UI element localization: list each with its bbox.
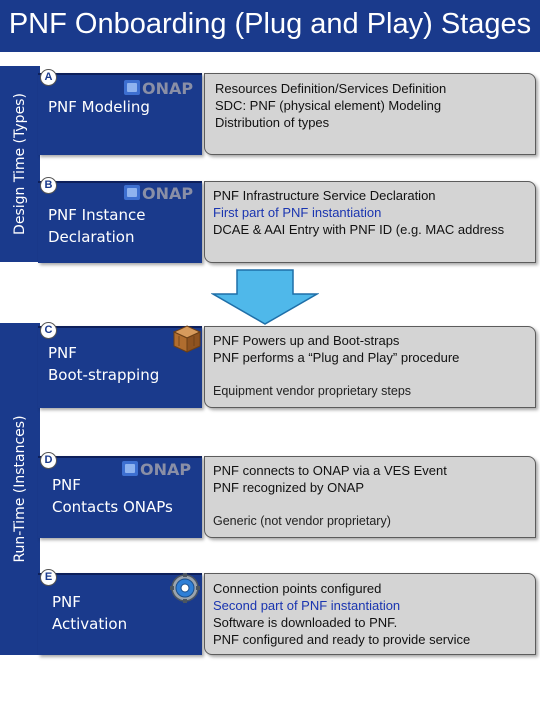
stage-c-line-1: PNF Powers up and Boot-straps: [213, 333, 400, 348]
stage-e-line-1: Connection points configured: [213, 581, 382, 596]
run-time-bar: Run-Time (Instances): [0, 323, 40, 655]
stage-b-line-2: First part of PNF instantiation: [213, 205, 382, 220]
stage-a-line-2: SDC: PNF (physical element) Modeling: [215, 98, 442, 113]
package-box-icon: [172, 324, 202, 354]
stage-a-description: Resources Definition/Services Definition…: [204, 73, 536, 155]
stage-d-label: PNF Contacts ONAPs: [52, 476, 173, 516]
stage-b-description: PNF Infrastructure Service Declaration F…: [204, 181, 536, 263]
stage-e-line-3: Software is downloaded to PNF.: [213, 615, 398, 630]
stage-d-line-1: PNF connects to ONAP via a VES Event: [213, 463, 447, 478]
stage-e-label: PNF Activation: [52, 593, 128, 633]
run-time-label: Run-Time (Instances): [12, 415, 28, 563]
onap-logo-text: ONAP: [142, 79, 193, 98]
stage-a-marker: A: [40, 69, 57, 86]
stage-a-label: PNF Modeling: [48, 98, 150, 116]
onap-logo: ONAP: [122, 182, 200, 204]
stage-b-box: B PNF Instance Declaration ONAP: [38, 177, 202, 263]
down-arrow-icon: [211, 269, 319, 325]
stage-a-line-1: Resources Definition/Services Definition: [215, 81, 447, 96]
gear-icon: [170, 573, 200, 603]
stage-c-line-2: PNF performs a “Plug and Play” procedure: [213, 350, 460, 365]
stage-a-line-3: Distribution of types: [215, 115, 330, 130]
stage-e-description: Connection points configured Second part…: [204, 573, 536, 655]
stage-b-line-3: DCAE & AAI Entry with PNF ID (e.g. MAC a…: [213, 222, 505, 237]
stage-e-box: E PNF Activation: [38, 569, 202, 655]
stage-d-note: Generic (not vendor proprietary): [213, 514, 391, 528]
stage-c-label: PNF Boot-strapping: [48, 344, 160, 384]
design-time-bar: Design Time (Types): [0, 66, 40, 262]
stage-b-marker: B: [40, 177, 57, 194]
stage-c-box: C PNF Boot-strapping: [38, 322, 202, 408]
stage-c-note: Equipment vendor proprietary steps: [213, 384, 412, 398]
onap-logo: ONAP: [122, 77, 200, 99]
stage-b-label: PNF Instance Declaration: [48, 206, 146, 246]
stage-c-marker: C: [40, 322, 57, 339]
onap-logo-text: ONAP: [142, 184, 193, 203]
stage-e-line-4: PNF configured and ready to provide serv…: [213, 632, 471, 647]
stage-e-marker: E: [40, 569, 57, 586]
stage-c-description: PNF Powers up and Boot-straps PNF perfor…: [204, 326, 536, 408]
header-bar: PNF Onboarding (Plug and Play) Stages: [0, 0, 540, 52]
stage-b-line-1: PNF Infrastructure Service Declaration: [213, 188, 436, 203]
stage-d-line-2: PNF recognized by ONAP: [213, 480, 365, 495]
onap-logo-text: ONAP: [140, 460, 191, 479]
design-time-label: Design Time (Types): [12, 93, 28, 235]
stage-a-box: A PNF Modeling ONAP: [38, 69, 202, 155]
stage-e-line-2: Second part of PNF instantiation: [213, 598, 401, 613]
stage-d-description: PNF connects to ONAP via a VES Event PNF…: [204, 456, 536, 538]
onap-logo: ONAP: [120, 458, 198, 480]
stage-d-marker: D: [40, 452, 57, 469]
page-title: PNF Onboarding (Plug and Play) Stages: [8, 8, 532, 40]
stage-d-box: D PNF Contacts ONAPs ONAP: [38, 452, 202, 538]
